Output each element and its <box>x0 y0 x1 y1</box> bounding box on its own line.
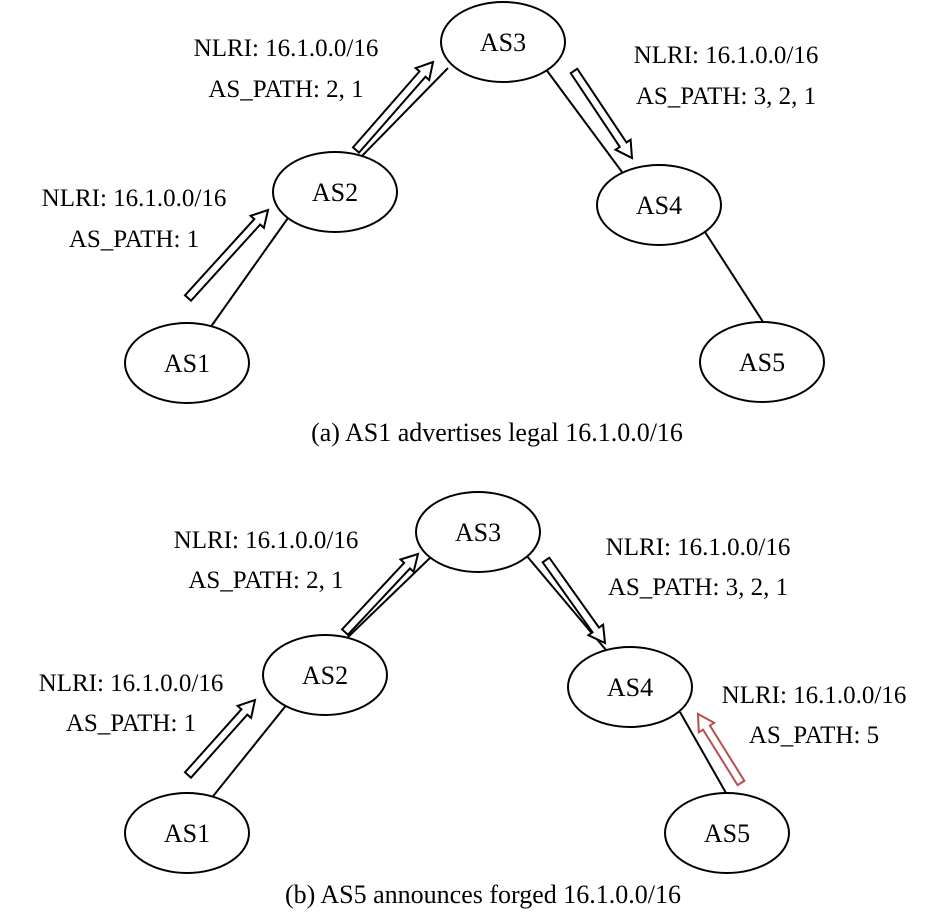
link-as1-as2 <box>209 702 289 801</box>
panel-a: AS1 AS2 AS3 AS4 AS5 NLRI: 16.1.0.0/16 AS… <box>42 1 825 447</box>
node-as3-label: AS3 <box>455 518 501 547</box>
node-as2 <box>272 151 398 233</box>
node-as4 <box>567 646 693 728</box>
ann-a-as3-as4-path: AS_PATH: 3, 2, 1 <box>636 83 816 110</box>
link-as4-as5 <box>704 231 766 326</box>
ann-b-as2-as3-nlri: NLRI: 16.1.0.0/16 <box>174 527 359 554</box>
arrow-as3-to-as4 <box>569 67 634 160</box>
link-as1-as2 <box>209 217 289 329</box>
node-as5-forged <box>664 792 790 874</box>
node-as3 <box>415 491 541 573</box>
ann-b-as1-as2-nlri: NLRI: 16.1.0.0/16 <box>39 670 224 697</box>
ann-a-as1-as2-nlri: NLRI: 16.1.0.0/16 <box>42 185 227 212</box>
arrow-as1-to-as2 <box>183 208 270 303</box>
node-as4-label: AS4 <box>636 191 682 220</box>
node-as3-label: AS3 <box>480 28 526 57</box>
ann-b-as5-as4-nlri: NLRI: 16.1.0.0/16 <box>722 682 907 709</box>
panel-b: AS1 AS2 AS3 AS4 AS5 NLRI: 16.1.0.0/16 AS… <box>39 491 907 909</box>
node-as1-label: AS1 <box>164 349 210 378</box>
node-as3 <box>440 1 566 83</box>
ann-b-as2-as3-path: AS_PATH: 2, 1 <box>188 567 343 594</box>
node-as1 <box>124 322 250 404</box>
node-as4 <box>596 164 722 246</box>
ann-a-as3-as4-nlri: NLRI: 16.1.0.0/16 <box>634 42 819 69</box>
node-as1 <box>124 792 250 874</box>
caption-b: (b) AS5 announces forged 16.1.0.0/16 <box>285 880 681 909</box>
ann-a-as2-as3-path: AS_PATH: 2, 1 <box>208 76 363 103</box>
node-as2 <box>262 634 388 716</box>
node-as5-label: AS5 <box>739 348 785 377</box>
arrow-as5-to-as4-forged <box>696 712 746 787</box>
ann-b-as5-as4-path: AS_PATH: 5 <box>749 722 879 749</box>
arrow-as3-to-as4 <box>541 556 607 645</box>
ann-b-as3-as4-nlri: NLRI: 16.1.0.0/16 <box>606 534 791 561</box>
arrow-as1-to-as2 <box>183 698 257 780</box>
node-as4-label: AS4 <box>607 673 653 702</box>
link-as3-as4 <box>544 67 623 173</box>
caption-a: (a) AS1 advertises legal 16.1.0.0/16 <box>311 418 683 447</box>
node-as2-label: AS2 <box>302 661 348 690</box>
ann-b-as1-as2-path: AS_PATH: 1 <box>66 710 196 737</box>
link-as2-as3 <box>344 555 433 641</box>
arrow-as2-to-as3 <box>340 552 420 637</box>
ann-b-as3-as4-path: AS_PATH: 3, 2, 1 <box>608 574 788 601</box>
node-as1-label: AS1 <box>164 819 210 848</box>
arrow-as2-to-as3 <box>351 60 435 155</box>
link-as4-as5 <box>679 711 731 801</box>
ann-a-as2-as3-nlri: NLRI: 16.1.0.0/16 <box>194 35 379 62</box>
node-as5-label: AS5 <box>704 819 750 848</box>
link-as2-as3 <box>359 67 449 159</box>
node-as5 <box>699 321 825 403</box>
ann-a-as1-as2-path: AS_PATH: 1 <box>69 226 199 253</box>
node-as2-label: AS2 <box>312 178 358 207</box>
